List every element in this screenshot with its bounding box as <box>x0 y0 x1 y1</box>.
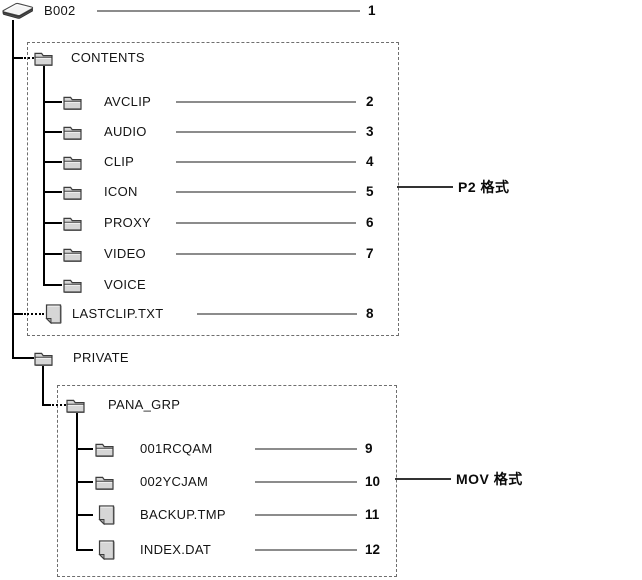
backup-file-label: BACKUP.TMP <box>140 507 226 522</box>
branch-pana-grp <box>42 404 51 406</box>
p2-format-connector <box>397 186 453 188</box>
leader-video <box>176 253 356 255</box>
voice-folder-label: VOICE <box>104 277 146 292</box>
branch-lastclip <box>12 313 23 315</box>
folder-icon <box>63 216 82 236</box>
folder-icon <box>66 398 85 418</box>
leader-icon <box>176 191 356 193</box>
icon-folder-label: ICON <box>104 184 138 199</box>
leader-audio <box>176 131 356 133</box>
branch-audio <box>43 131 62 133</box>
branch-clip <box>43 161 62 163</box>
callout-4: 4 <box>366 154 374 169</box>
file-icon <box>45 304 62 329</box>
callout-12: 12 <box>365 542 381 557</box>
leader-proxy <box>176 222 356 224</box>
folder-icon <box>95 442 114 462</box>
callout-11: 11 <box>365 507 380 522</box>
folder-icon <box>34 351 53 371</box>
callout-2: 2 <box>366 94 374 109</box>
callout-8: 8 <box>366 306 374 321</box>
leader-clip <box>176 161 356 163</box>
leader-001rcqam <box>255 448 357 450</box>
callout-1: 1 <box>368 3 376 18</box>
folder-icon <box>95 475 114 495</box>
leader-b002 <box>97 10 360 12</box>
audio-folder-label: AUDIO <box>104 124 147 139</box>
tree-trunk-private <box>42 366 44 406</box>
callout-5: 5 <box>366 184 374 199</box>
folder-icon <box>63 185 82 205</box>
branch-contents <box>12 57 23 59</box>
mov-format-connector <box>395 478 451 480</box>
001rcqam-folder-label: 001RCQAM <box>140 441 213 456</box>
branch-contents-dotted <box>24 57 34 59</box>
proxy-folder-label: PROXY <box>104 215 152 230</box>
contents-folder-label: CONTENTS <box>71 50 145 65</box>
mov-format-label: MOV 格式 <box>456 471 523 487</box>
branch-video <box>43 253 62 255</box>
tree-trunk-contents <box>43 66 45 286</box>
callout-9: 9 <box>365 441 373 456</box>
video-folder-label: VIDEO <box>104 246 146 261</box>
callout-6: 6 <box>366 215 374 230</box>
branch-index <box>76 549 93 551</box>
tree-trunk-root <box>12 20 14 359</box>
memory-card-icon <box>2 1 34 25</box>
file-icon <box>98 505 115 530</box>
branch-pana-grp-dotted <box>52 404 66 406</box>
lastclip-file-label: LASTCLIP.TXT <box>72 306 164 321</box>
clip-folder-label: CLIP <box>104 154 135 169</box>
branch-icon <box>43 191 62 193</box>
folder-icon <box>63 247 82 267</box>
leader-index <box>255 549 357 551</box>
root-volume-label: B002 <box>44 3 76 18</box>
callout-10: 10 <box>365 474 381 489</box>
private-folder-label: PRIVATE <box>73 350 129 365</box>
branch-001rcqam <box>76 448 93 450</box>
leader-lastclip <box>197 313 357 315</box>
branch-002ycjam <box>76 481 93 483</box>
folder-icon <box>63 155 82 175</box>
p2-format-box <box>27 42 399 336</box>
branch-avclip <box>43 101 62 103</box>
branch-backup <box>76 514 93 516</box>
avclip-folder-label: AVCLIP <box>104 94 152 109</box>
p2-format-label: P2 格式 <box>458 179 510 195</box>
folder-icon <box>34 51 53 71</box>
leader-backup <box>255 514 357 516</box>
branch-voice <box>43 284 62 286</box>
callout-7: 7 <box>366 246 374 261</box>
branch-lastclip-dotted <box>24 313 44 315</box>
leader-avclip <box>176 101 356 103</box>
leader-002ycjam <box>255 481 357 483</box>
branch-proxy <box>43 222 62 224</box>
folder-icon <box>63 125 82 145</box>
002ycjam-folder-label: 002YCJAM <box>140 474 209 489</box>
callout-3: 3 <box>366 124 374 139</box>
branch-private <box>12 357 34 359</box>
folder-icon <box>63 95 82 115</box>
folder-icon <box>63 278 82 298</box>
index-file-label: INDEX.DAT <box>140 542 212 557</box>
mov-format-box <box>57 385 397 577</box>
pana-grp-folder-label: PANA_GRP <box>108 397 181 412</box>
file-icon <box>98 540 115 565</box>
